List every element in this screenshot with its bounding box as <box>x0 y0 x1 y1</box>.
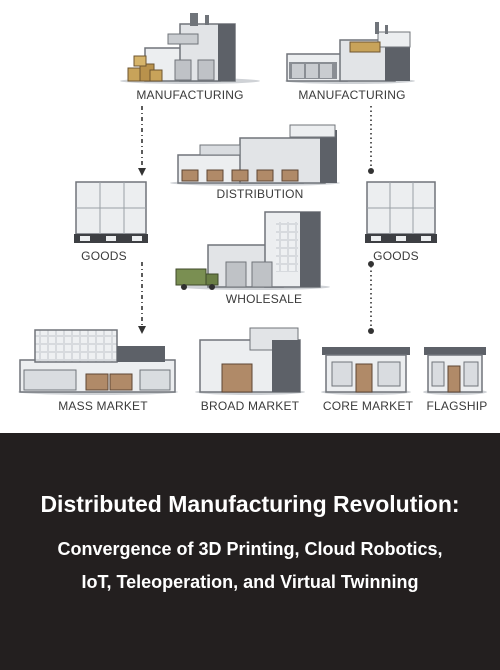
label-manufacturing-right: MANUFACTURING <box>298 88 406 102</box>
flow-arrow-left-upper <box>138 106 146 176</box>
label-manufacturing-left: MANUFACTURING <box>136 88 244 102</box>
distribution-building <box>170 124 340 186</box>
flow-arrow-left-lower <box>138 262 146 334</box>
core-market-building <box>321 347 411 395</box>
label-flagship: FLAGSHIP <box>426 399 488 413</box>
label-mass-market: MASS MARKET <box>58 399 148 413</box>
flagship-building <box>423 347 487 395</box>
manufacturing-right-building <box>285 22 415 84</box>
manufacturing-left-building <box>120 13 260 84</box>
goods-right-pallet <box>365 181 437 243</box>
broad-market-building <box>195 327 305 395</box>
label-broad-market: BROAD MARKET <box>200 399 300 413</box>
mass-market-building <box>18 329 178 395</box>
label-wholesale: WHOLESALE <box>225 292 303 306</box>
flow-arrow-right-lower <box>368 261 374 334</box>
goods-left-pallet <box>74 181 148 243</box>
label-core-market: CORE MARKET <box>322 399 414 413</box>
wholesale-building <box>175 211 330 290</box>
label-goods-left: GOODS <box>81 249 127 263</box>
flow-arrow-right-upper <box>368 106 374 174</box>
label-distribution: DISTRIBUTION <box>216 187 304 201</box>
banner-title: Distributed Manufacturing Revolution: <box>40 491 460 517</box>
diagram-area: MANUFACTURING MANUFACTURING DISTRIBUTION… <box>18 13 488 413</box>
diagram-graphics <box>18 13 487 395</box>
label-goods-right: GOODS <box>373 249 419 263</box>
title-banner: Distributed Manufacturing Revolution: Co… <box>0 433 500 670</box>
banner-subtitle-line1: Convergence of 3D Printing, Cloud Roboti… <box>57 539 443 559</box>
banner-subtitle-line2: IoT, Teleoperation, and Virtual Twinning <box>81 572 419 592</box>
